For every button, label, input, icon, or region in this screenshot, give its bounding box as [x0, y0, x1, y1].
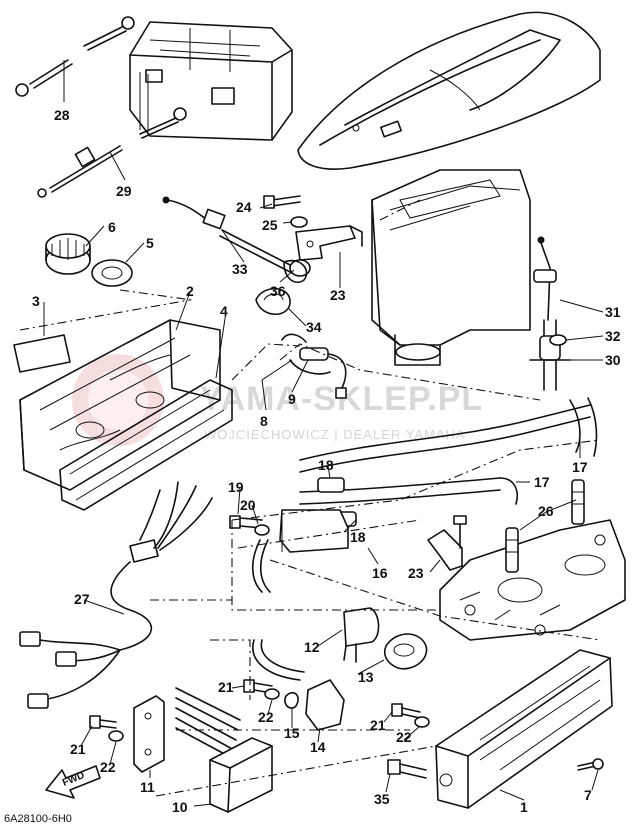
callout-36: 36: [270, 283, 286, 299]
callout-27: 27: [74, 591, 90, 607]
cap: [45, 233, 91, 275]
callout-22-left: 22: [100, 759, 116, 775]
clamp: [255, 287, 291, 315]
callout-1: 1: [520, 799, 528, 815]
callout-5: 5: [146, 235, 154, 251]
callout-6: 6: [108, 219, 116, 235]
washer-22-upper: [264, 688, 280, 700]
callout-numbers: 28 29 6 5 3 2 4 24 25 33 23 36 34 9 8 31…: [32, 107, 621, 815]
gasket: [59, 379, 233, 511]
washer-22-right: [414, 716, 430, 728]
screw-7: [577, 758, 604, 771]
engine-block: [371, 169, 531, 366]
callout-14: 14: [310, 739, 326, 755]
bolt-21-right: [391, 703, 421, 719]
plug-cap-30: [529, 319, 571, 391]
callout-10: 10: [172, 799, 188, 815]
callout-19: 19: [228, 479, 244, 495]
battery-cable-negative: [15, 16, 135, 97]
callout-21-left: 21: [70, 741, 86, 757]
callout-31: 31: [605, 304, 621, 320]
spark-plug-left: [505, 527, 519, 573]
assembly-outlines: [19, 199, 601, 797]
hull-shell: [297, 11, 601, 170]
callout-3: 3: [32, 293, 40, 309]
wiring-harness: [19, 481, 213, 709]
bolt-35: [387, 759, 427, 779]
callout-11: 11: [140, 779, 155, 795]
fuse-holder: [281, 333, 347, 399]
callout-28: 28: [54, 107, 70, 123]
battery: [129, 21, 293, 141]
callout-34: 34: [306, 319, 322, 335]
bracket-23-lower: [427, 529, 463, 571]
leader-lines: [43, 60, 604, 807]
callout-22-upper: 22: [258, 709, 274, 725]
callout-26: 26: [538, 503, 554, 519]
caution-label: [13, 334, 71, 373]
callout-25: 25: [262, 217, 278, 233]
coil-lead-31: [533, 236, 557, 321]
callout-17-mid: 17: [534, 474, 550, 490]
callout-2: 2: [186, 283, 194, 299]
callout-18-lower: 18: [350, 529, 366, 545]
stop-switch-wire: [162, 196, 311, 277]
callout-24: 24: [236, 199, 252, 215]
callout-8: 8: [260, 413, 268, 429]
electrical-box: [19, 319, 221, 491]
callout-12: 12: [304, 639, 320, 655]
cdi-wires: [175, 687, 241, 759]
lanyard-cap: [283, 259, 308, 284]
callout-18-upper: 18: [318, 457, 334, 473]
grommet: [91, 259, 133, 287]
spark-plug-right: [571, 479, 585, 525]
callout-33: 33: [232, 261, 248, 277]
pin: [453, 515, 467, 549]
watermark-sub: WOJCIECHOWICZ | DEALER YAMAHA: [204, 427, 466, 442]
bolt-24: [263, 195, 301, 209]
callout-30: 30: [605, 352, 621, 368]
bracket-23-top: [295, 225, 363, 261]
cylinder-head: [439, 519, 626, 641]
callout-17-right: 17: [572, 459, 588, 475]
callout-23-lower: 23: [408, 565, 424, 581]
electrical-box-lower: [435, 649, 613, 809]
diagram-code: 6A28100-6H0: [4, 813, 72, 825]
callout-15: 15: [284, 725, 300, 741]
cdi-unit: [209, 737, 273, 813]
watermark: YAMA-SKLEP.PL WOJCIECHOWICZ | DEALER YAM…: [72, 354, 483, 446]
battery-cable-positive: [37, 107, 187, 198]
callout-32: 32: [605, 328, 621, 344]
ignition-coil: [251, 509, 349, 593]
callout-22-right: 22: [396, 729, 412, 745]
cdi-unit-cover: [133, 695, 165, 773]
hose-17-upper: [299, 397, 598, 473]
callout-35: 35: [374, 791, 390, 807]
bolt-21-left: [89, 715, 117, 729]
callout-16: 16: [372, 565, 388, 581]
callout-29: 29: [116, 183, 132, 199]
rubber-coupler: [383, 633, 428, 670]
callout-20: 20: [240, 497, 256, 513]
forward-arrow: FWD: [45, 765, 101, 799]
washer-20: [254, 524, 270, 536]
callout-13: 13: [358, 669, 374, 685]
washer-25: [290, 216, 308, 228]
washer-22-left: [108, 730, 124, 742]
rectifier-regulator: [252, 639, 345, 731]
bolt-32: [549, 334, 567, 346]
starter-relay: [343, 607, 380, 663]
watermark-main: YAMA-SKLEP.PL: [200, 380, 483, 418]
callout-21-upper: 21: [218, 679, 234, 695]
callout-9: 9: [288, 391, 296, 407]
connector-18-upper: [317, 477, 345, 493]
callout-4: 4: [220, 303, 228, 319]
callout-7: 7: [584, 787, 592, 803]
callout-21-right: 21: [370, 717, 386, 733]
callout-23-top: 23: [330, 287, 346, 303]
clamp-15: [284, 691, 299, 709]
